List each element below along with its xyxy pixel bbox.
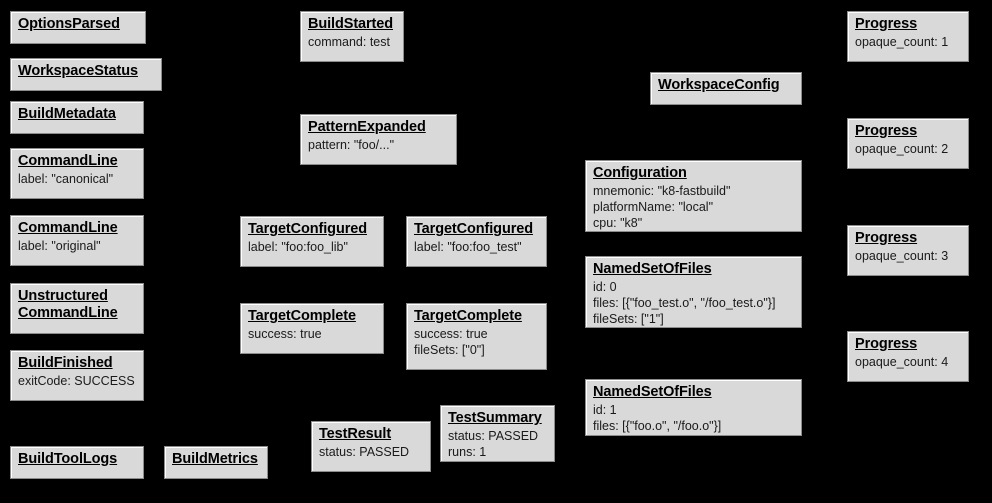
node-target-configured-test[interactable]: TargetConfigured label: "foo:foo_test"	[406, 216, 547, 267]
node-title: BuildStarted	[308, 16, 394, 32]
node-title: WorkspaceStatus	[18, 63, 138, 79]
node-command-line-canonical[interactable]: CommandLine label: "canonical"	[10, 148, 144, 199]
node-fields: label: "foo:foo_test"	[414, 240, 522, 254]
node-workspace-config[interactable]: WorkspaceConfig	[650, 72, 802, 105]
node-fields: success: true fileSets: ["0"]	[414, 327, 488, 357]
node-title: Progress	[855, 230, 918, 246]
node-named-set-of-files-1[interactable]: NamedSetOfFiles id: 1 files: [{"foo.o", "…	[585, 379, 802, 436]
node-workspace-status[interactable]: WorkspaceStatus	[10, 58, 162, 91]
node-build-started[interactable]: BuildStarted command: test	[300, 11, 404, 62]
node-title: Progress	[855, 123, 918, 139]
node-fields: label: "foo:foo_lib"	[248, 240, 348, 254]
node-title: BuildFinished	[18, 355, 113, 371]
node-fields: exitCode: SUCCESS	[18, 374, 135, 388]
node-fields: opaque_count: 4	[855, 355, 949, 369]
node-title: BuildMetadata	[18, 106, 116, 122]
node-command-line-original[interactable]: CommandLine label: "original"	[10, 215, 144, 266]
node-configuration[interactable]: Configuration mnemonic: "k8-fastbuild" pl…	[585, 160, 802, 232]
node-fields: mnemonic: "k8-fastbuild" platformName: "…	[593, 184, 731, 230]
node-title: TargetConfigured	[414, 221, 533, 237]
node-target-configured-lib[interactable]: TargetConfigured label: "foo:foo_lib"	[240, 216, 384, 267]
node-build-metrics[interactable]: BuildMetrics	[164, 446, 268, 479]
node-fields: opaque_count: 2	[855, 142, 949, 156]
node-title: NamedSetOfFiles	[593, 261, 712, 277]
node-progress-2[interactable]: Progress opaque_count: 2	[847, 118, 969, 169]
node-title: TargetComplete	[248, 308, 356, 324]
node-pattern-expanded[interactable]: PatternExpanded pattern: "foo/..."	[300, 114, 457, 165]
node-title: Configuration	[593, 165, 687, 181]
node-build-finished[interactable]: BuildFinished exitCode: SUCCESS	[10, 350, 144, 401]
node-title: Progress	[855, 16, 918, 32]
node-build-tool-logs[interactable]: BuildToolLogs	[10, 446, 144, 479]
node-title: TargetConfigured	[248, 221, 367, 237]
node-fields: status: PASSED	[319, 445, 410, 459]
node-title: TestResult	[319, 426, 392, 442]
node-fields: pattern: "foo/..."	[308, 138, 395, 152]
node-fields: success: true	[248, 327, 322, 341]
node-title: BuildMetrics	[172, 451, 258, 467]
node-fields: status: PASSED runs: 1	[448, 429, 539, 459]
node-build-metadata[interactable]: BuildMetadata	[10, 101, 144, 134]
node-title: BuildToolLogs	[18, 451, 118, 467]
node-fields: command: test	[308, 35, 390, 49]
node-fields: label: "canonical"	[18, 172, 114, 186]
node-title: Unstructured CommandLine	[18, 288, 118, 321]
node-title: Progress	[855, 336, 918, 352]
node-progress-4[interactable]: Progress opaque_count: 4	[847, 331, 969, 382]
node-title: TargetComplete	[414, 308, 522, 324]
node-title: CommandLine	[18, 153, 118, 169]
node-progress-1[interactable]: Progress opaque_count: 1	[847, 11, 969, 62]
node-fields: id: 1 files: [{"foo.o", "/foo.o"}]	[593, 403, 722, 433]
node-title: TestSummary	[448, 410, 542, 426]
node-target-complete-test[interactable]: TargetComplete success: true fileSets: ["…	[406, 303, 547, 370]
node-title: CommandLine	[18, 220, 118, 236]
node-fields: opaque_count: 1	[855, 35, 949, 49]
node-test-result[interactable]: TestResult status: PASSED	[311, 421, 431, 472]
node-named-set-of-files-0[interactable]: NamedSetOfFiles id: 0 files: [{"foo_test.…	[585, 256, 802, 328]
node-target-complete-lib[interactable]: TargetComplete success: true	[240, 303, 384, 354]
node-title: NamedSetOfFiles	[593, 384, 712, 400]
node-title: PatternExpanded	[308, 119, 426, 135]
node-title: OptionsParsed	[18, 16, 120, 32]
node-progress-3[interactable]: Progress opaque_count: 3	[847, 225, 969, 276]
node-fields: opaque_count: 3	[855, 249, 949, 263]
node-unstructured-command-line[interactable]: Unstructured CommandLine	[10, 283, 144, 334]
node-fields: label: "original"	[18, 239, 101, 253]
node-options-parsed[interactable]: OptionsParsed	[10, 11, 146, 44]
node-fields: id: 0 files: [{"foo_test.o", "/foo_test.…	[593, 280, 776, 326]
node-test-summary[interactable]: TestSummary status: PASSED runs: 1	[440, 405, 555, 462]
node-title: WorkspaceConfig	[658, 77, 780, 93]
